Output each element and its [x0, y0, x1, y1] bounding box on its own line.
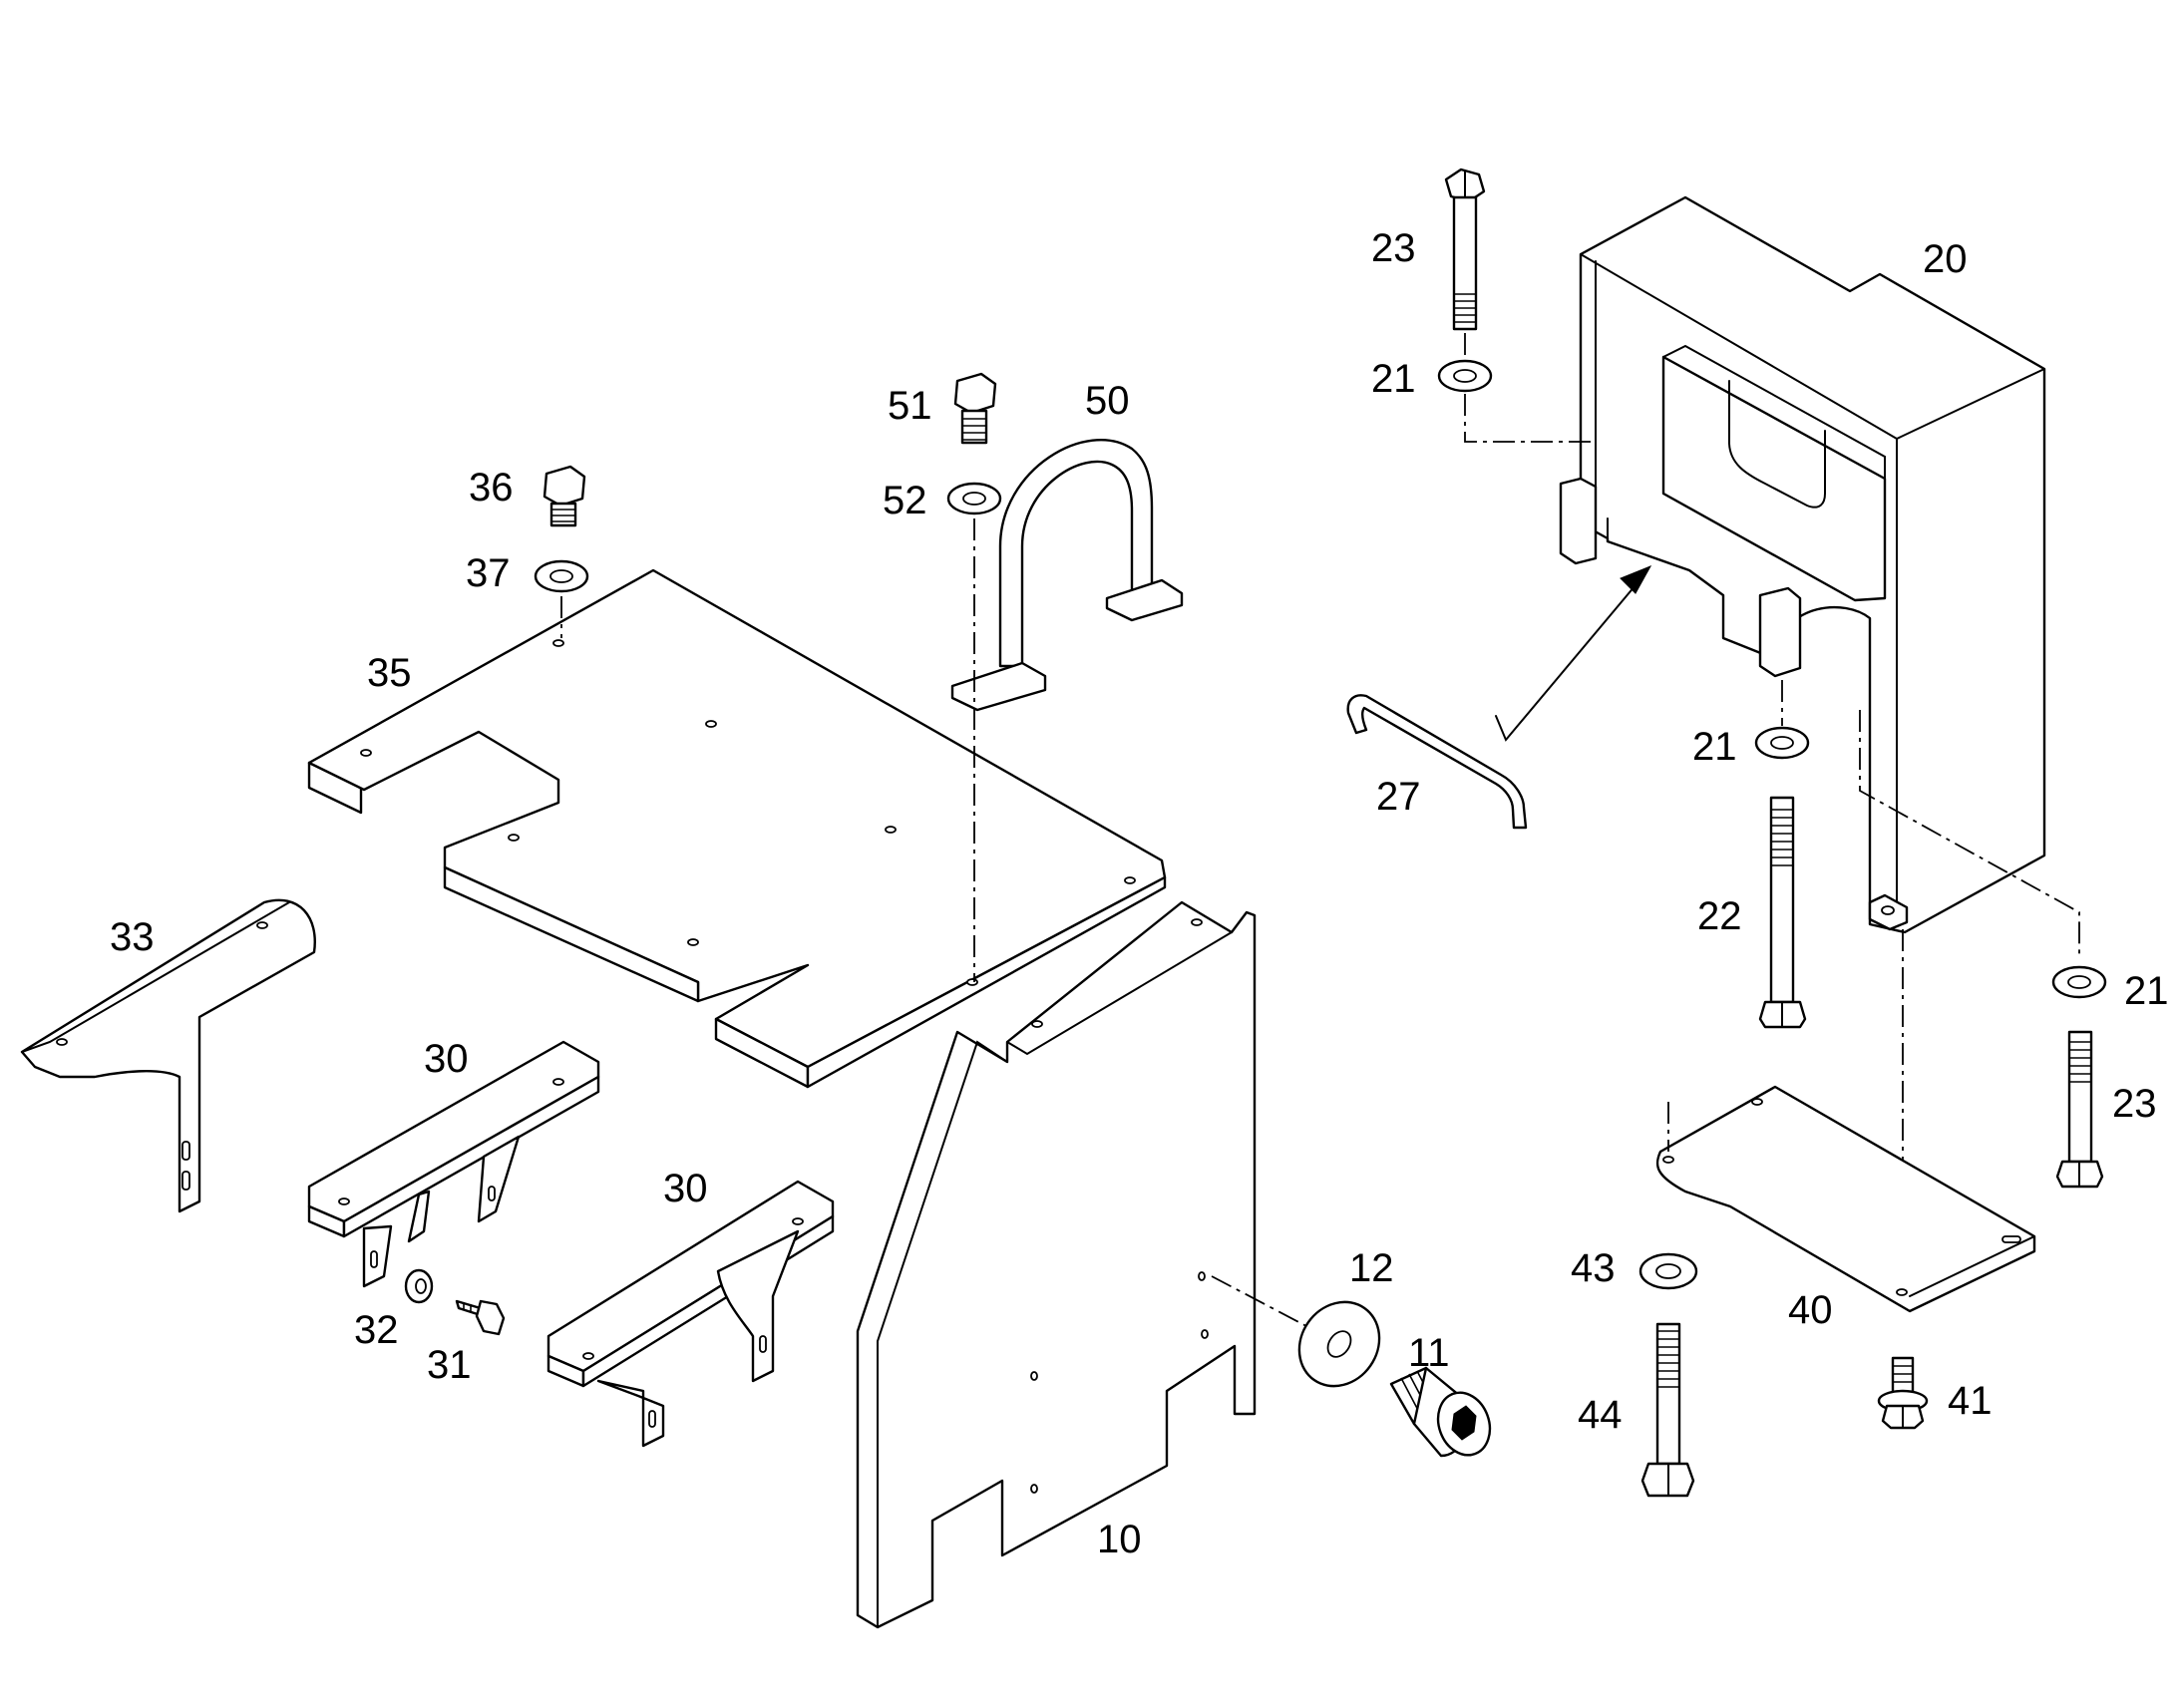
part-37-washer	[534, 559, 589, 593]
part-32-washer	[404, 1268, 434, 1304]
label-23-top: 23	[1371, 226, 1416, 270]
part-22-long-bolt	[1758, 796, 1807, 1029]
part-40-base-plate	[1655, 1085, 2036, 1313]
leader-arrow-20	[1495, 565, 1652, 742]
label-23-right: 23	[2112, 1082, 2157, 1126]
part-21-washer-mid	[1754, 726, 1810, 760]
part-33-bracket	[20, 898, 316, 1213]
part-12-washer	[1297, 1300, 1381, 1388]
label-43: 43	[1571, 1246, 1616, 1290]
label-10: 10	[1097, 1518, 1142, 1561]
assembly-line-23-top	[1464, 333, 1596, 443]
label-52: 52	[883, 479, 927, 522]
part-30-bracket-upper	[307, 1040, 600, 1288]
part-50-handle	[950, 439, 1184, 712]
callout-labels: 10 11 12 20 21 21 21 22 23 23 27 30 30 3…	[110, 226, 2169, 1561]
label-22: 22	[1697, 894, 1742, 938]
part-11-cap-screw	[1389, 1366, 1492, 1458]
label-30-upper: 30	[424, 1037, 469, 1081]
label-11: 11	[1408, 1331, 1450, 1375]
part-30-bracket-lower	[546, 1180, 835, 1448]
part-35-top-plate	[307, 568, 1167, 1089]
part-52-washer	[946, 482, 1002, 515]
label-44: 44	[1578, 1393, 1623, 1437]
assembly-line-23-right	[1859, 710, 2080, 957]
label-35: 35	[367, 651, 412, 695]
label-20: 20	[1923, 237, 1968, 281]
label-21-right: 21	[2124, 969, 2169, 1013]
label-21-mid: 21	[1692, 725, 1737, 769]
part-21-washer-right	[2051, 965, 2107, 999]
label-27: 27	[1376, 775, 1421, 819]
label-41: 41	[1948, 1379, 1993, 1423]
part-23-bolt-top	[1444, 168, 1486, 331]
label-40: 40	[1788, 1288, 1833, 1332]
part-36-bolt	[543, 465, 586, 527]
label-36: 36	[469, 466, 514, 510]
label-33: 33	[110, 915, 155, 959]
part-51-bolt	[953, 372, 997, 445]
part-20-housing	[1559, 195, 2046, 934]
part-43-washer	[1638, 1252, 1698, 1290]
part-44-bolt	[1640, 1322, 1695, 1498]
part-10-side-panel	[856, 900, 1257, 1629]
part-23-bolt-right	[2055, 1030, 2104, 1189]
label-51: 51	[888, 384, 932, 428]
part-21-washer-top	[1437, 359, 1493, 393]
part-41-flange-bolt	[1877, 1356, 1929, 1430]
label-12: 12	[1349, 1246, 1394, 1290]
part-31-bolt	[455, 1299, 506, 1336]
label-21-top: 21	[1371, 357, 1416, 401]
assembly-line-11-12	[1211, 1275, 1307, 1327]
label-30-lower: 30	[663, 1167, 708, 1210]
label-32: 32	[354, 1308, 399, 1352]
label-37: 37	[466, 551, 511, 595]
part-27-gasket	[1346, 694, 1528, 830]
label-31: 31	[427, 1343, 472, 1387]
label-50: 50	[1085, 379, 1130, 423]
